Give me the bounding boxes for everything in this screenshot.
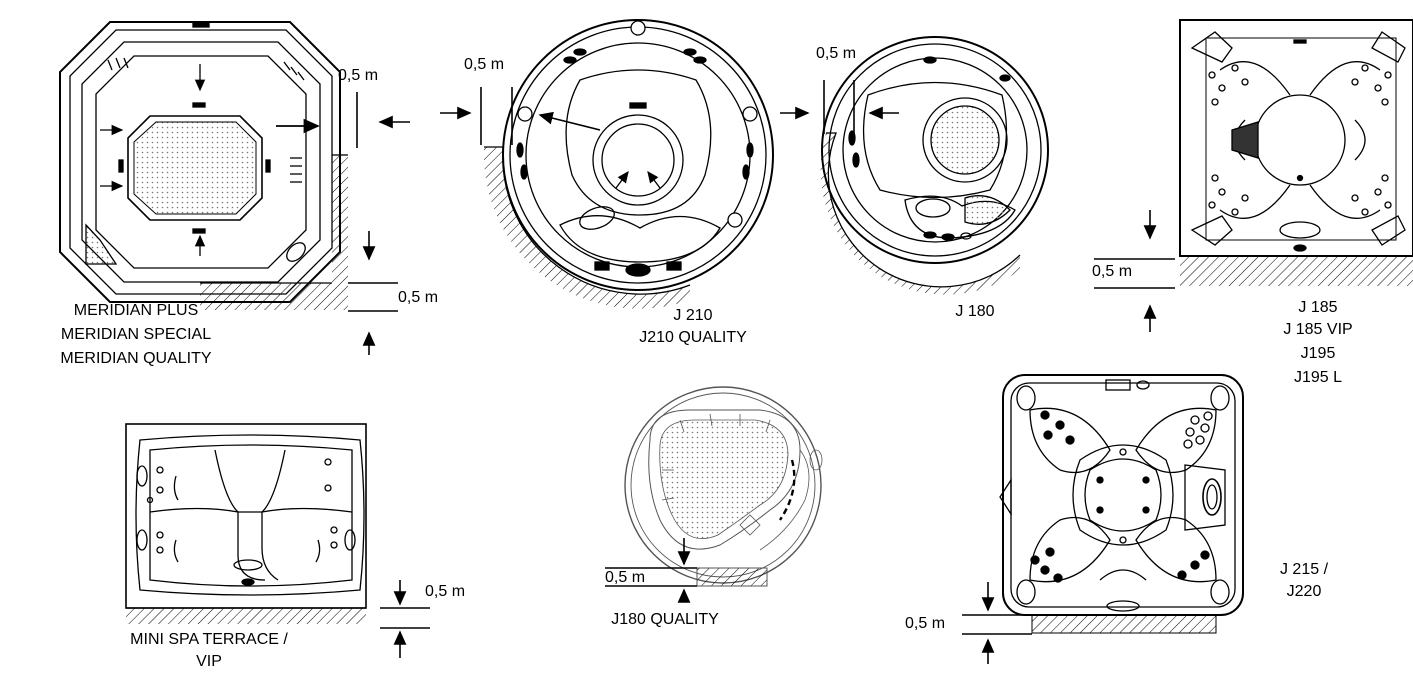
mini-spa-clearance: 0,5 m (425, 583, 466, 600)
model-label-j180-quality: J180 QUALITY (611, 611, 719, 628)
j185-clearance: 0,5 m (1092, 263, 1133, 280)
mini-spa-drawing (125, 423, 367, 609)
model-label-mini-spa-terrace: MINI SPA TERRACE / (130, 631, 288, 648)
j215-wall (1031, 614, 1217, 634)
meridian-side-clearance: 0,5 m (338, 67, 379, 84)
model-label-j195l-clip: J195 L (1260, 368, 1380, 383)
j185-spa-drawing (1179, 19, 1413, 257)
j215-spa-drawing (999, 374, 1244, 616)
model-label-meridian-plus: MERIDIAN PLUS (73, 302, 199, 319)
model-label-j180: J 180 (955, 303, 995, 320)
model-label-j195: J195 (1300, 345, 1336, 362)
j215-clearance: 0,5 m (905, 615, 946, 632)
model-label-j210-quality: J210 QUALITY (639, 329, 747, 346)
j210-spa-drawing (502, 19, 774, 291)
j180-quality-wall (696, 567, 768, 587)
j185-wall (1180, 256, 1413, 286)
model-label-meridian-quality: MERIDIAN QUALITY (60, 350, 212, 367)
j180-quality-clearance: 0,5 m (605, 569, 646, 586)
j210-clearance: 0,5 m (464, 56, 505, 73)
model-label-j195l: J195 L (1293, 369, 1343, 383)
j180-wall (820, 133, 1020, 295)
meridian-spa-drawing (59, 21, 341, 303)
model-label-j210: J 210 (673, 307, 713, 324)
model-label-j220: J220 (1286, 583, 1322, 600)
model-label-j185: J 185 (1298, 299, 1338, 316)
j180-clearance: 0,5 m (816, 45, 857, 62)
model-label-mini-spa-vip: VIP (196, 653, 222, 670)
j210-wall (483, 147, 690, 309)
j180-spa-drawing (821, 36, 1049, 264)
meridian-front-clearance: 0,5 m (398, 289, 439, 306)
model-label-j185-vip: J 185 VIP (1283, 321, 1353, 338)
model-label-meridian-special: MERIDIAN SPECIAL (60, 326, 212, 343)
model-label-j215: J 215 / (1279, 561, 1329, 578)
mini-spa-wall (126, 608, 366, 624)
j180-quality-drawing (624, 386, 823, 584)
meridian-wall (200, 155, 348, 310)
